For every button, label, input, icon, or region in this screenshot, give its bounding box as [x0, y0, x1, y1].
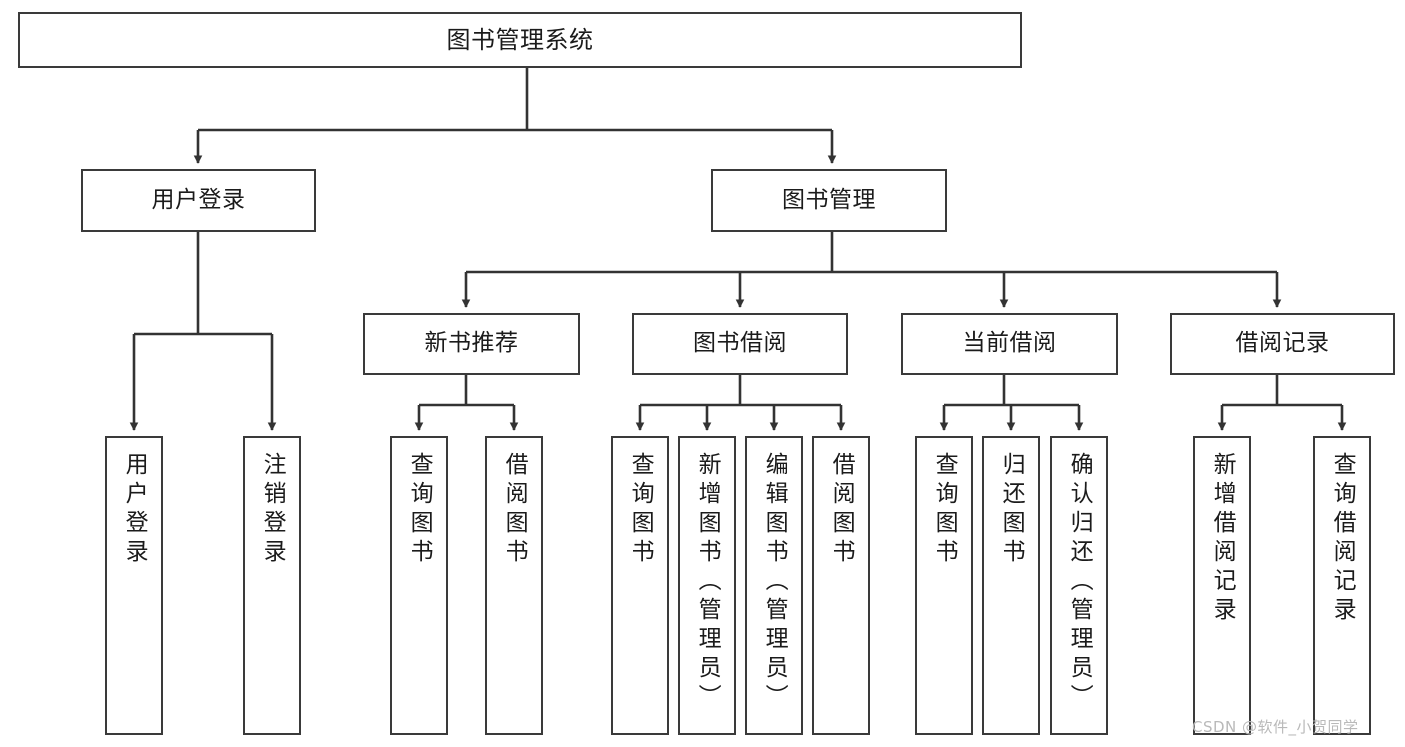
node-label: 编辑图书（管理员）: [761, 452, 788, 713]
node-label: 归还图书: [998, 452, 1025, 568]
node-label: 新书推荐: [424, 330, 519, 357]
node-leaf-add-book-admin[interactable]: 新增图书（管理员）: [678, 436, 736, 735]
node-label: 图书借阅: [693, 330, 787, 357]
node-root-book-management-system[interactable]: 图书管理系统: [18, 12, 1022, 68]
node-leaf-return-book[interactable]: 归还图书: [982, 436, 1040, 735]
node-label: 查询图书: [406, 452, 433, 568]
node-label: 查询借阅记录: [1329, 452, 1356, 626]
node-label: 确认归还（管理员）: [1066, 452, 1093, 713]
node-current-borrow[interactable]: 当前借阅: [901, 313, 1118, 375]
node-leaf-query-book-current[interactable]: 查询图书: [915, 436, 973, 735]
node-leaf-edit-book-admin[interactable]: 编辑图书（管理员）: [745, 436, 803, 735]
node-leaf-confirm-return-admin[interactable]: 确认归还（管理员）: [1050, 436, 1108, 735]
node-leaf-add-borrow-record[interactable]: 新增借阅记录: [1193, 436, 1251, 735]
node-user-login[interactable]: 用户登录: [81, 169, 316, 232]
node-borrow-record[interactable]: 借阅记录: [1170, 313, 1395, 375]
node-label: 借阅图书: [828, 452, 855, 568]
node-leaf-borrow-book-recommend[interactable]: 借阅图书: [485, 436, 543, 735]
node-book-borrow[interactable]: 图书借阅: [632, 313, 848, 375]
node-new-book-recommend[interactable]: 新书推荐: [363, 313, 580, 375]
node-leaf-user-login[interactable]: 用户登录: [105, 436, 163, 735]
node-label: 图书管理系统: [446, 25, 594, 54]
node-leaf-logout[interactable]: 注销登录: [243, 436, 301, 735]
node-label: 查询图书: [627, 452, 654, 568]
node-label: 借阅记录: [1235, 330, 1330, 357]
node-label: 查询图书: [931, 452, 958, 568]
node-label: 注销登录: [259, 452, 286, 568]
node-label: 新增借阅记录: [1209, 452, 1236, 626]
node-leaf-query-book-borrow[interactable]: 查询图书: [611, 436, 669, 735]
node-label: 借阅图书: [501, 452, 528, 568]
node-label: 当前借阅: [962, 330, 1057, 357]
node-leaf-borrow-book[interactable]: 借阅图书: [812, 436, 870, 735]
node-book-management[interactable]: 图书管理: [711, 169, 947, 232]
csdn-watermark: CSDN @软件_小贺同学: [1192, 718, 1359, 736]
node-label: 新增图书（管理员）: [694, 452, 721, 713]
node-leaf-query-book-recommend[interactable]: 查询图书: [390, 436, 448, 735]
node-label: 用户登录: [151, 186, 246, 213]
node-leaf-query-borrow-record[interactable]: 查询借阅记录: [1313, 436, 1371, 735]
node-label: 图书管理: [782, 186, 876, 213]
node-label: 用户登录: [121, 452, 148, 568]
